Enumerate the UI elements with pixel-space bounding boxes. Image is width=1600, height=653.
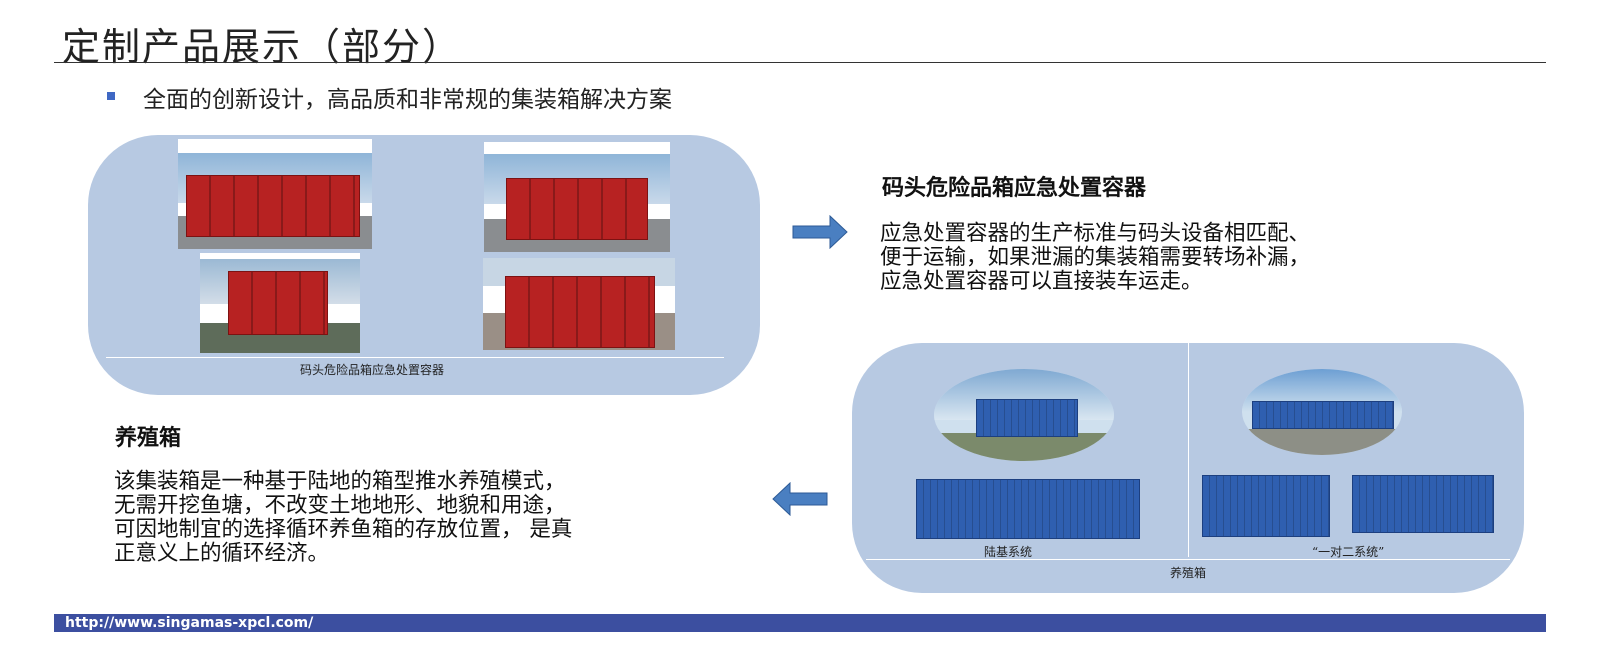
photo-red-container-4 (483, 258, 675, 350)
emergency-container-description: 应急处置容器的生产标准与码头设备相匹配、 便于运输，如果泄漏的集装箱需要转场补漏… (880, 222, 1520, 294)
photo-red-container-3 (200, 253, 360, 353)
panel-a-divider (106, 357, 724, 358)
panel-b-vertical-divider (1188, 343, 1189, 557)
photo-blue-tank-2 (1352, 475, 1494, 533)
photo-blue-tank-1 (1202, 475, 1330, 537)
aquaculture-container-photo-panel: 陆基系统 “一对二系统” 养殖箱 (852, 343, 1524, 593)
photo-red-container-1 (178, 139, 372, 249)
aquaculture-description: 该集装箱是一种基于陆地的箱型推水养殖模式， 无需开挖鱼塘，不改变土地地形、地貌和… (114, 470, 774, 566)
intro-bullet-text: 全面的创新设计，高品质和非常规的集装箱解决方案 (143, 87, 672, 113)
description-line: 可因地制宜的选择循环养鱼箱的存放位置， 是真 (114, 517, 573, 542)
photo-red-container-2 (484, 142, 670, 252)
title-divider (54, 62, 1546, 63)
emergency-container-photo-panel: 码头危险品箱应急处置容器 (88, 135, 760, 395)
photo-blue-container-long (916, 479, 1140, 539)
description-line: 正意义上的循环经济。 (114, 541, 330, 566)
land-system-caption: 陆基系统 (984, 545, 1033, 559)
one-to-two-system-caption: “一对二系统” (1312, 545, 1385, 559)
emergency-container-heading: 码头危险品箱应急处置容器 (882, 176, 1147, 201)
aquaculture-panel-caption: 养殖箱 (1170, 566, 1207, 580)
aquaculture-heading: 养殖箱 (115, 426, 182, 451)
description-line: 无需开挖鱼塘，不改变土地地形、地貌和用途， (114, 493, 566, 518)
panel-a-caption: 码头危险品箱应急处置容器 (300, 363, 445, 377)
description-line: 应急处置容器可以直接装车运走。 (880, 269, 1203, 294)
page-title: 定制产品展示（部分） (62, 25, 463, 69)
photo-one-to-two-oval (1242, 369, 1402, 455)
footer-bar (54, 614, 1546, 632)
description-line: 便于运输，如果泄漏的集装箱需要转场补漏， (880, 245, 1311, 270)
arrow-right-icon (792, 215, 848, 249)
description-line: 该集装箱是一种基于陆地的箱型推水养殖模式， (114, 469, 566, 494)
photo-land-system-oval (934, 369, 1114, 461)
panel-b-divider (866, 559, 1510, 560)
description-line: 应急处置容器的生产标准与码头设备相匹配、 (880, 221, 1311, 246)
arrow-left-icon (772, 482, 828, 516)
bullet-square-icon (107, 92, 115, 100)
footer-website-link[interactable]: http://www.singamas-xpcl.com/ (65, 615, 314, 631)
